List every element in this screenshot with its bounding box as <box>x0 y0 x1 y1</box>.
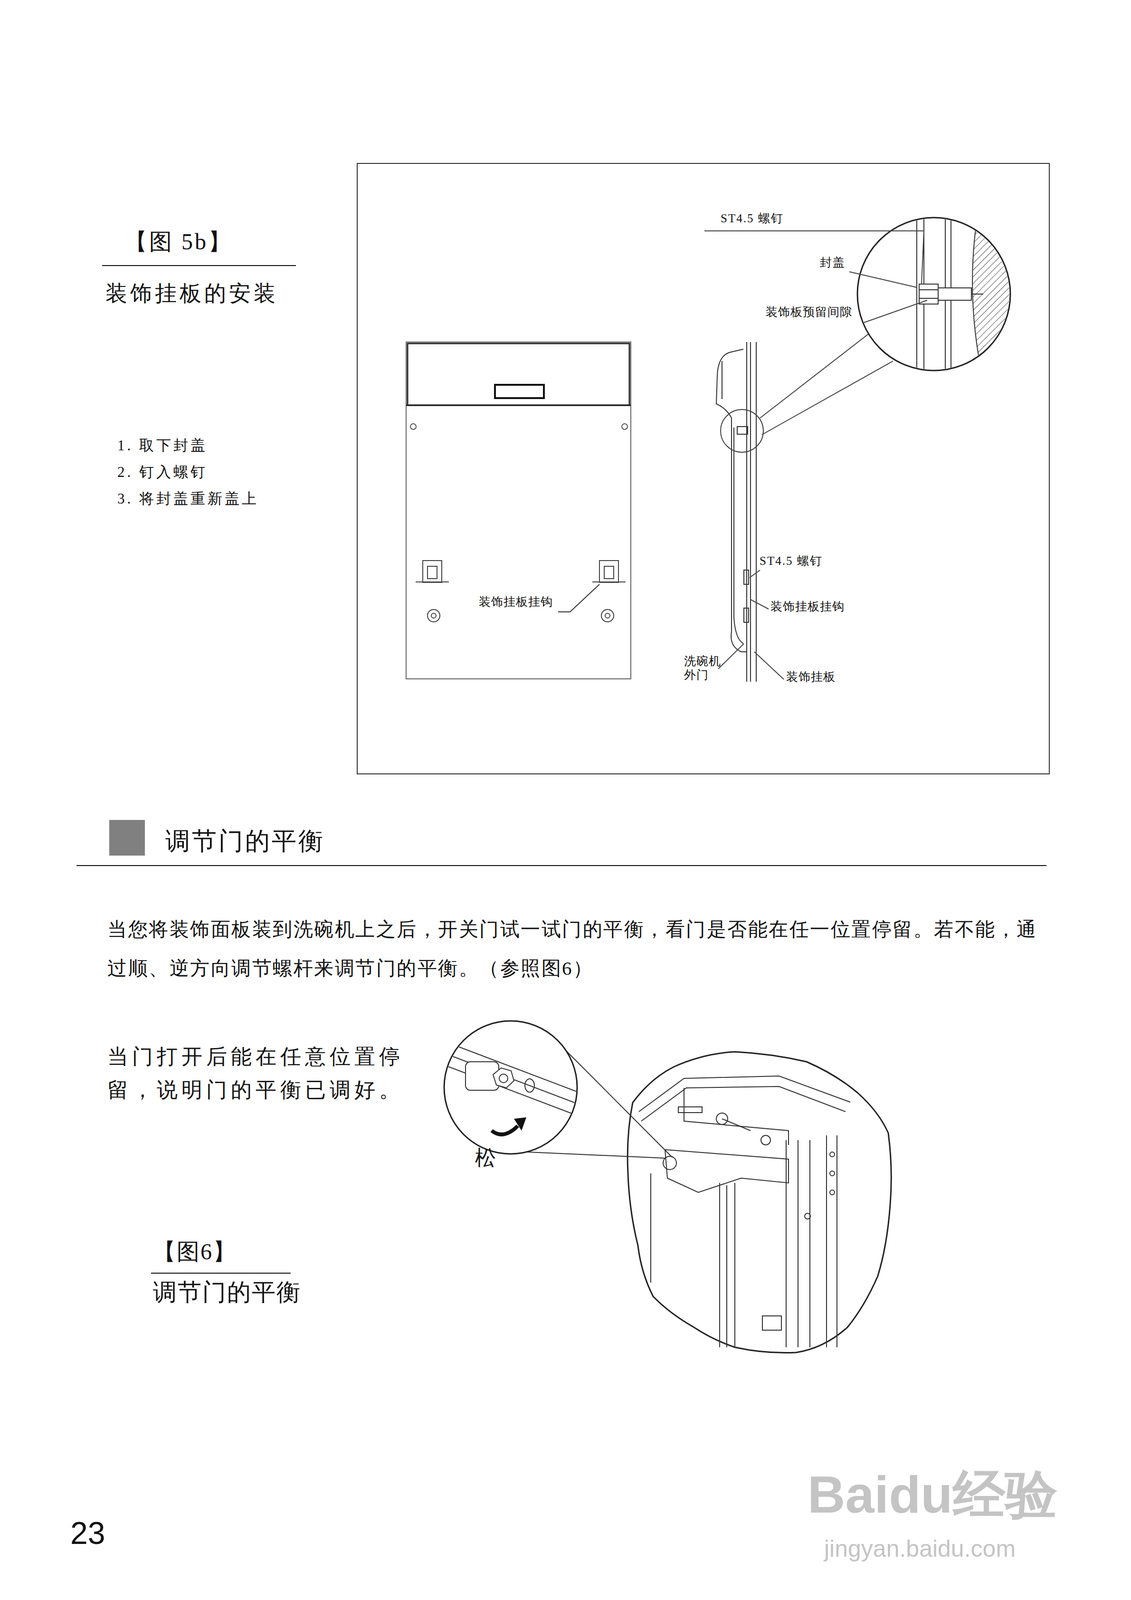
label-holder: 23 <box>70 1514 105 1552</box>
label-holder: 松 <box>475 1145 496 1171</box>
watermark: Baidu经验 <box>807 1463 1058 1526</box>
part-label: 装饰挂板挂钩 <box>478 594 553 609</box>
direction-label: 松 <box>475 1145 496 1171</box>
label-holder: 装饰挂板挂钩 <box>478 594 553 609</box>
section-heading: 调节门的平衡 <box>165 826 325 856</box>
watermark: jingyan.baidu.com <box>824 1534 1016 1563</box>
label-holder: 【图6】 <box>152 1237 237 1266</box>
label-holder: 调节门的平衡 <box>165 826 325 856</box>
label-holder: 封盖 <box>819 255 846 270</box>
part-label: ST4.5 螺钉 <box>720 211 784 226</box>
label-holder: 当门打开后能在任意位置停留，说明门的平衡已调好。 <box>107 1040 436 1108</box>
step-text: 2. 钉入螺钉 <box>117 462 208 482</box>
figure-title: 调节门的平衡 <box>152 1277 302 1307</box>
figure-title: 装饰挂板的安装 <box>105 280 279 307</box>
note-text: 当门打开后能在任意位置停留，说明门的平衡已调好。 <box>107 1040 436 1108</box>
figure-number: 【图 5b】 <box>124 228 233 256</box>
part-label: 装饰挂板 <box>786 669 836 685</box>
part-label: 装饰挂板挂钩 <box>770 599 845 614</box>
label-holder: 2. 钉入螺钉 <box>117 462 208 482</box>
label-holder: ST4.5 螺钉 <box>759 553 823 569</box>
part-label: ST4.5 螺钉 <box>759 553 823 569</box>
label-holder: 装饰挂板 <box>786 669 836 685</box>
label-holder: 【图 5b】 <box>124 228 233 256</box>
label-holder: 调节门的平衡 <box>152 1277 302 1307</box>
label-holder: 装饰板预留间隙 <box>765 304 853 320</box>
label-holder: 装饰挂板挂钩 <box>770 599 845 614</box>
label-holder: ST4.5 螺钉 <box>720 211 784 226</box>
label-holder: Baidu经验 <box>807 1463 1058 1526</box>
label-holder: jingyan.baidu.com <box>824 1534 1016 1563</box>
label-holder: 洗碗机外门 <box>684 654 723 683</box>
label-holder: 当您将装饰面板装到洗碗机上之后，开关门试一试门的平衡，看门是否能在任一位置停留。… <box>107 909 1055 988</box>
step-text: 1. 取下封盖 <box>117 436 208 456</box>
label-holder: 1. 取下封盖 <box>117 436 208 456</box>
part-label: 封盖 <box>819 255 846 270</box>
part-label: 装饰板预留间隙 <box>765 304 853 320</box>
part-label: 洗碗机外门 <box>684 654 723 683</box>
label-holder: 3. 将封盖重新盖上 <box>117 489 259 509</box>
step-text: 3. 将封盖重新盖上 <box>117 489 259 509</box>
label-holder: 装饰挂板的安装 <box>105 280 279 307</box>
figure-number: 【图6】 <box>152 1237 237 1266</box>
page-number: 23 <box>70 1514 105 1552</box>
body-text: 当您将装饰面板装到洗碗机上之后，开关门试一试门的平衡，看门是否能在任一位置停留。… <box>107 909 1055 988</box>
